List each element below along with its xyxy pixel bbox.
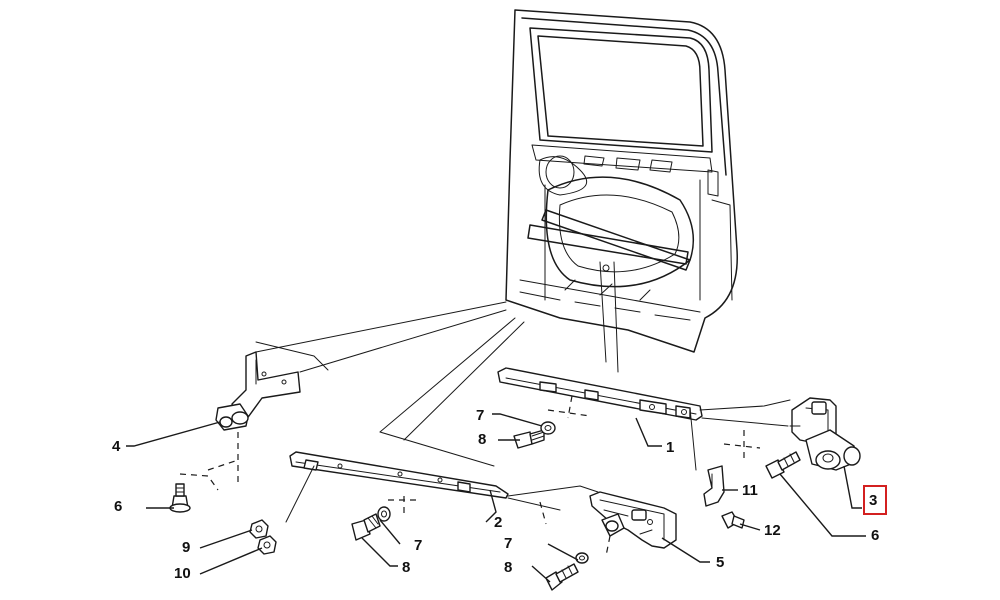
label-part-10: 10 (174, 565, 191, 582)
bolt-part-6-right (765, 451, 801, 479)
label-part-2: 2 (494, 514, 502, 531)
lower-guide-rail-part-1 (497, 367, 703, 421)
highlight-box-part-3 (863, 485, 887, 515)
bolt-part-8-middle (351, 513, 381, 541)
label-part-9: 9 (182, 539, 190, 556)
lower-roller-arm-part-5 (589, 491, 677, 549)
label-part-3: 3 (869, 492, 877, 509)
bolt-part-8-lower (545, 563, 579, 591)
label-part-7-upper: 7 (476, 407, 484, 424)
assembly-lines (179, 261, 791, 557)
label-part-11: 11 (742, 482, 758, 499)
label-part-6-left: 6 (114, 498, 122, 515)
leader-lines (126, 413, 866, 583)
label-part-6-right: 6 (871, 527, 879, 544)
label-part-5: 5 (716, 554, 724, 571)
nut-part-10 (257, 535, 277, 555)
label-part-8-lower: 8 (504, 559, 512, 576)
upper-roller-bracket-part-4 (215, 351, 301, 431)
label-part-4: 4 (112, 438, 121, 455)
washer-part-7-middle (377, 506, 391, 522)
label-part-7-lower: 7 (504, 535, 512, 552)
nut-part-9 (249, 519, 269, 539)
washer-part-7-upper (540, 421, 556, 435)
label-part-12: 12 (764, 522, 781, 539)
middle-guide-rail-part-2 (289, 451, 509, 499)
bolt-part-6-left (169, 483, 191, 513)
part-labels: 1 2 3 4 5 6 6 7 7 7 8 8 8 9 10 11 12 (112, 407, 879, 582)
roller-carriage-part-3 (789, 397, 861, 471)
sliding-door-shell (505, 9, 738, 353)
cover-plate-part-11 (703, 465, 725, 507)
label-part-1: 1 (666, 439, 674, 456)
label-part-8-upper: 8 (478, 431, 486, 448)
washer-part-7-lower (575, 552, 589, 564)
label-part-8-middle: 8 (402, 559, 410, 576)
bolt-part-12 (721, 511, 745, 529)
label-part-7-middle: 7 (414, 537, 422, 554)
bolt-part-8-upper (513, 429, 545, 449)
